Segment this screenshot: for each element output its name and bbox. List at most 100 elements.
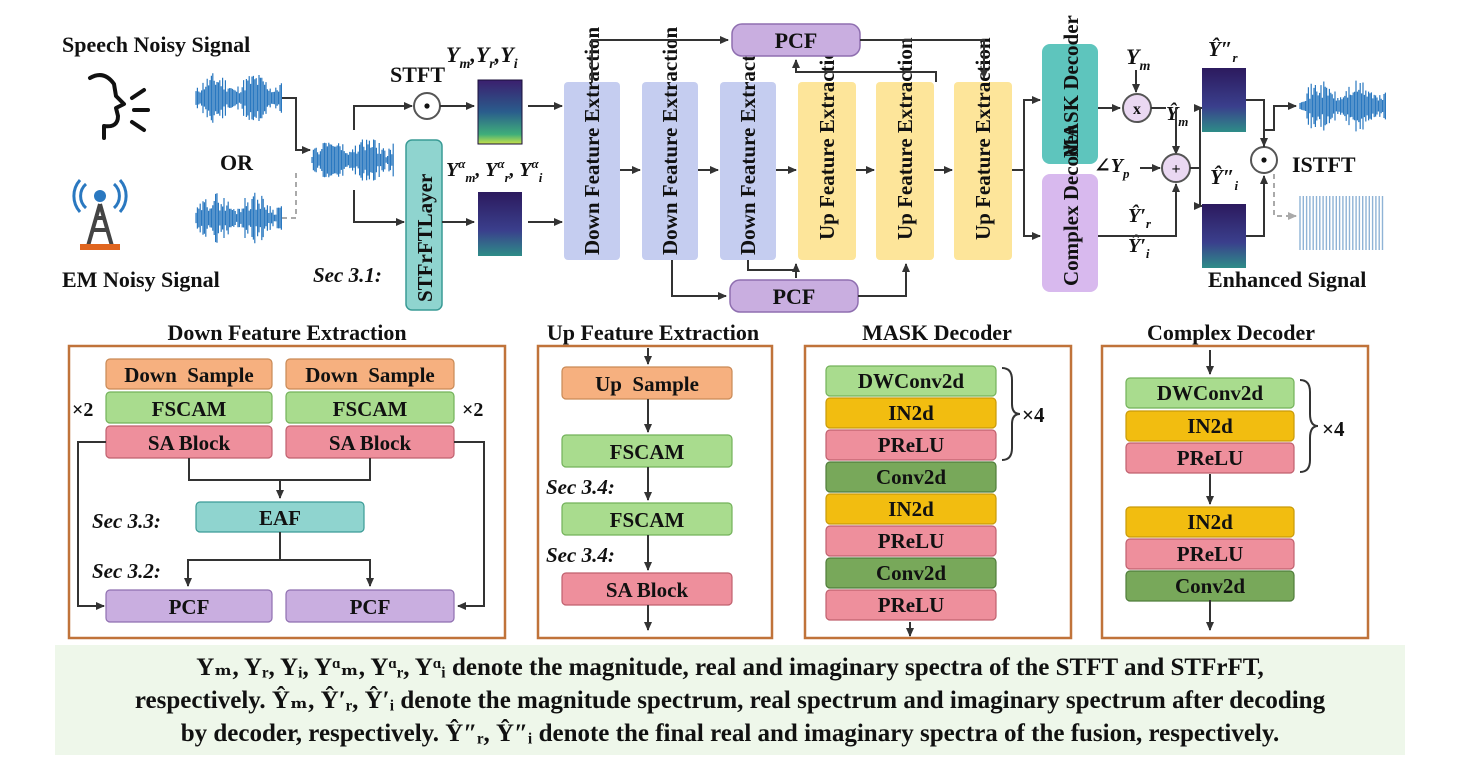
svg-text:PCF: PCF — [169, 595, 210, 619]
complex-decoder-block — [1042, 174, 1098, 292]
fused-imag-spectrogram — [1202, 204, 1246, 268]
caption-line-3: by decoder, respectively. Ŷ″ᵣ, Ŷ″ᵢ denot… — [180, 720, 1280, 747]
repeat-x2-left: ×2 — [72, 399, 93, 421]
stft-spectrogram — [477, 79, 523, 145]
mixed-waveform — [311, 139, 394, 181]
svg-text:FSCAM: FSCAM — [333, 397, 408, 421]
up-block-1-label: Up Feature Extraction — [815, 37, 839, 240]
mask-decoder-label: MASK Decoder — [1059, 15, 1083, 158]
speech-noisy-label: Speech Noisy Signal — [62, 32, 250, 57]
svg-text:x: x — [1133, 101, 1141, 118]
svg-text:Down Sample: Down Sample — [305, 363, 435, 387]
em-noisy-label: EM Noisy Signal — [62, 267, 220, 292]
mask-layer-4 — [825, 461, 997, 493]
complex-decoder-label: Complex Decoder — [1059, 126, 1083, 286]
caption-line-2: respectively. Ŷₘ, Ŷ′ᵣ, Ŷ′ᵢ denote the ma… — [134, 687, 1326, 714]
complex-layer-3-label: PReLU — [1177, 446, 1244, 470]
sec-3-4-label-1: Sec 3.4: — [546, 475, 615, 499]
em-waveform — [195, 192, 282, 244]
down-panel — [67, 344, 507, 640]
svg-text:FSCAM: FSCAM — [610, 440, 685, 464]
stfrft-spectra-label: Yαm, Yαr, Yαi — [446, 156, 543, 185]
stfrft-layer — [405, 139, 443, 311]
mask-layer-5 — [825, 493, 997, 525]
down-sample-right — [285, 358, 455, 390]
mask-layer-1 — [825, 365, 997, 397]
down-block-3-label: Down Feature Extraction — [736, 26, 760, 255]
pcf-top-label: PCF — [775, 28, 818, 53]
up-block-2 — [876, 82, 934, 260]
complex-layer-3 — [1125, 442, 1295, 474]
enhanced-waveform — [1299, 80, 1386, 132]
svg-text:SA Block: SA Block — [329, 431, 412, 455]
fscam-left — [105, 391, 273, 424]
complex-layer-5-label: PReLU — [1177, 542, 1244, 566]
stfrft-spectrogram — [478, 192, 522, 256]
stft-spectra-label: Ym,Yr,Yi — [446, 42, 518, 72]
down-sample-left — [105, 358, 273, 390]
svg-text:SA Block: SA Block — [606, 578, 689, 602]
signal-tower-icon — [72, 179, 128, 250]
complex-layer-1 — [1125, 377, 1295, 409]
mask-panel — [803, 344, 1073, 640]
up-block-2-label: Up Feature Extraction — [893, 37, 917, 240]
enhanced-signal-label: Enhanced Signal — [1208, 267, 1366, 292]
sec-3-3-label: Sec 3.3: — [92, 509, 161, 533]
repeat-x2-right: ×2 — [462, 399, 483, 421]
mask-layer-2 — [825, 397, 997, 429]
istft-label: ISTFT — [1292, 152, 1356, 177]
down-block-3 — [720, 82, 776, 260]
yhat-i-label: Ŷ′i — [1128, 233, 1150, 261]
yfinal-r-label: Ŷ″r — [1208, 37, 1238, 65]
mask-layer-2-label: IN2d — [888, 401, 934, 425]
pcf-right — [285, 589, 455, 623]
svg-text:PCF: PCF — [350, 595, 391, 619]
yhat-m-label: Ŷm — [1166, 101, 1188, 129]
fused-real-spectrogram — [1202, 68, 1246, 132]
yhat-ri-label: Ŷ′r — [1128, 203, 1152, 231]
sec-3-1-label: Sec 3.1: — [313, 263, 382, 287]
speech-waveform — [195, 73, 282, 123]
stft-label: STFT — [390, 62, 445, 87]
svg-text:Up Sample: Up Sample — [595, 372, 699, 396]
mask-layer-6 — [825, 525, 997, 557]
complex-layer-5 — [1125, 538, 1295, 570]
mask-layer-8-label: PReLU — [878, 593, 945, 617]
stfrft-label: STFrFTLayer — [413, 174, 437, 302]
ym-label: Ym — [1126, 44, 1150, 74]
mask-layer-3-label: PReLU — [878, 433, 945, 457]
sec-3-2-label: Sec 3.2: — [92, 559, 161, 583]
complex-layer-4 — [1125, 506, 1295, 538]
svg-text:FSCAM: FSCAM — [610, 508, 685, 532]
complex-repeat-x4: ×4 — [1322, 417, 1345, 441]
down-panel-title: Down Feature Extraction — [167, 320, 406, 345]
svg-text:Down Sample: Down Sample — [124, 363, 254, 387]
complex-layer-2-label: IN2d — [1187, 414, 1233, 438]
speaking-head-icon — [88, 73, 150, 140]
pcf-left — [105, 589, 273, 623]
mask-layer-7 — [825, 557, 997, 589]
down-block-1 — [564, 82, 620, 260]
up-block-1 — [798, 82, 856, 260]
mask-layer-7-label: Conv2d — [876, 561, 946, 585]
svg-text:+: + — [1171, 161, 1180, 178]
svg-text:FSCAM: FSCAM — [152, 397, 227, 421]
down-block-2 — [642, 82, 698, 260]
enhanced-em-waveform — [1299, 196, 1384, 250]
svg-text:SA Block: SA Block — [148, 431, 231, 455]
mask-layer-stack: DWConv2dIN2dPReLUConv2dIN2dPReLUConv2dPR… — [825, 365, 997, 621]
mask-layer-3 — [825, 429, 997, 461]
mask-layer-6-label: PReLU — [878, 529, 945, 553]
down-block-2-label: Down Feature Extraction — [658, 26, 682, 255]
svg-text:EAF: EAF — [259, 506, 301, 530]
mask-layer-1-label: DWConv2d — [858, 369, 965, 393]
complex-layer-4-label: IN2d — [1187, 510, 1233, 534]
complex-panel-title: Complex Decoder — [1147, 320, 1315, 345]
complex-layer-6-label: Conv2d — [1175, 574, 1245, 598]
mask-layer-8 — [825, 589, 997, 621]
fscam-right — [285, 391, 455, 424]
up-block-3 — [954, 82, 1012, 260]
yfinal-i-label: Ŷ″i — [1210, 165, 1238, 193]
mask-layer-4-label: Conv2d — [876, 465, 946, 489]
